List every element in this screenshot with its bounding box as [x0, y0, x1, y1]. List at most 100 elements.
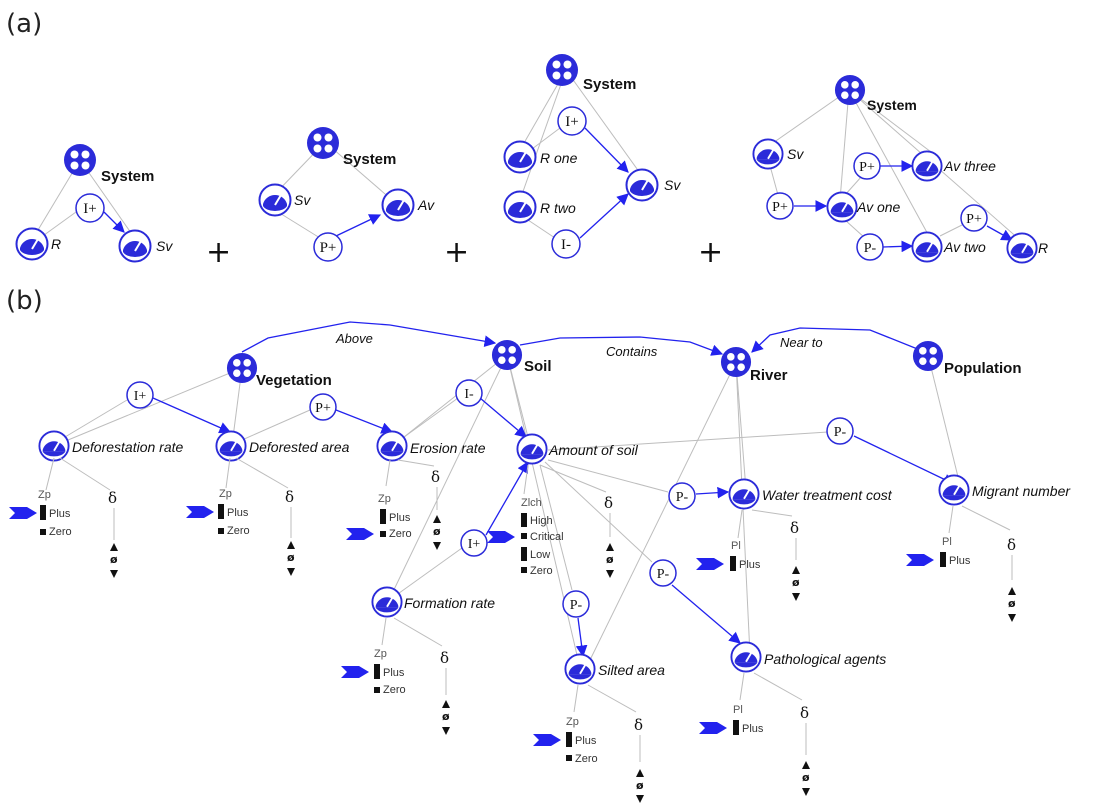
qs-value: Zero	[227, 525, 250, 537]
entity-icon	[720, 346, 752, 378]
dependency-node: P-	[826, 417, 854, 445]
quantity-label: Deforested area	[249, 439, 350, 455]
entity-icon	[64, 144, 96, 176]
derivative-symbol: δ	[431, 468, 440, 486]
quantity-space-zlch: Zlch High Critical Low Zero	[487, 464, 564, 577]
entity-river: River	[720, 346, 788, 384]
value-pointer-icon	[186, 506, 214, 518]
quantity-label: Water treatment cost	[762, 487, 893, 503]
system-label: System	[867, 97, 917, 113]
quantity-space-name: Zp	[219, 488, 232, 500]
value-pointer-icon	[9, 507, 37, 519]
quantity-label: Deforestation rate	[72, 439, 183, 455]
system-label: System	[583, 76, 636, 93]
quantity-space-zp: Zp Plus Zero	[346, 459, 412, 540]
quantity-icon	[625, 168, 659, 202]
quantity-label: Av one	[856, 199, 901, 215]
derivative: δ ø	[539, 464, 614, 578]
system-label: System	[343, 151, 396, 168]
plus-sign-1: +	[206, 235, 231, 270]
dependency-label: P-	[570, 598, 583, 613]
derivative: δ ø	[235, 457, 295, 576]
influence-label: I+	[565, 114, 578, 130]
qs-value: Plus	[383, 667, 405, 679]
qs-value: Plus	[949, 555, 971, 567]
value-pointer-icon	[533, 734, 561, 746]
quantity-deforested-area: Deforested area	[215, 430, 350, 462]
derivative-symbol: δ	[790, 519, 799, 537]
influence-node	[557, 106, 587, 136]
value-pointer-icon	[487, 531, 515, 543]
quantity-icon	[911, 150, 943, 182]
derivative-zero: ø	[802, 771, 810, 784]
quantity-icon	[15, 227, 49, 261]
quantity-space-zp: Zp Plus Zero	[341, 617, 406, 696]
entity-vegetation: Vegetation	[226, 352, 332, 389]
quantity-label: Sv	[294, 192, 311, 208]
quantity-migrant-number: Migrant number	[938, 474, 1071, 506]
derivative: δ ø	[587, 684, 644, 803]
quantity-label: Av three	[943, 158, 996, 174]
plus-sign-2: +	[444, 235, 469, 270]
fragment-3: System I+ R one R two Sv I-	[503, 54, 681, 259]
influence-label: I+	[83, 201, 96, 217]
system-label: System	[101, 168, 154, 185]
qs-value: Critical	[530, 531, 564, 543]
quantity-label: Amount of soil	[548, 442, 639, 458]
quantity-icon	[516, 433, 548, 465]
quantity-label: Formation rate	[404, 595, 495, 611]
derivative-zero: ø	[442, 710, 450, 723]
quantity-label: Pathological agents	[764, 651, 886, 667]
qs-value: Plus	[575, 735, 597, 747]
dependency-node: P+	[309, 393, 337, 421]
derivative-zero: ø	[287, 551, 295, 564]
fragment-4: System Sv P+ Av one P+ Av three P- Av tw…	[752, 74, 1048, 264]
quantity-pathological-agents: Pathological agents	[730, 641, 886, 673]
quantity-space-name: Zlch	[521, 497, 542, 509]
quantity-icon	[730, 641, 762, 673]
derivative-zero: ø	[636, 779, 644, 792]
quantity-icon	[38, 430, 70, 462]
quantity-icon	[938, 474, 970, 506]
qs-value: Zero	[575, 753, 598, 765]
dependency-node: I+	[126, 381, 154, 409]
qs-value: Zero	[383, 684, 406, 696]
quantity-label: Sv	[664, 177, 681, 193]
dependency-label: P-	[676, 490, 689, 505]
dependency-label: I+	[468, 537, 481, 552]
quantity-label: R two	[540, 200, 576, 216]
derivative: δ ø	[753, 672, 810, 796]
quantity-erosion-rate: Erosion rate	[376, 430, 486, 462]
dependency-node: I-	[455, 379, 483, 407]
dependency-label: P-	[834, 425, 847, 440]
value-pointer-icon	[341, 666, 369, 678]
quantity-icon	[376, 430, 408, 462]
quantity-space-name: Zp	[38, 489, 51, 501]
relation-label-near-to: Near to	[780, 335, 823, 350]
qs-value: Plus	[49, 508, 71, 520]
quantity-space-pl: Pl Plus	[906, 505, 971, 567]
relation-label-contains: Contains	[606, 344, 658, 359]
proportionality-label: P+	[966, 212, 982, 227]
quantity-icon	[258, 183, 292, 217]
qs-value: Plus	[739, 559, 761, 571]
entity-label: Population	[944, 360, 1022, 377]
quantity-space-name: Pl	[942, 536, 952, 548]
qs-value: Plus	[227, 507, 249, 519]
proportionality-node	[856, 233, 884, 261]
derivative-symbol: δ	[108, 489, 117, 507]
dependency-label: P+	[315, 401, 331, 416]
quantity-label: Sv	[156, 238, 173, 254]
entity-icon	[491, 339, 523, 371]
panel-a-label: (a)	[6, 9, 42, 39]
quantity-icon	[503, 190, 537, 224]
entity-icon	[912, 340, 944, 372]
qs-value: High	[530, 515, 553, 527]
quantity-icon	[381, 188, 415, 222]
entity-icon	[834, 74, 866, 106]
qs-value: Zero	[389, 528, 412, 540]
quantity-label: Av two	[943, 239, 986, 255]
qs-value: Plus	[742, 723, 764, 735]
derivative: δ ø	[397, 459, 441, 550]
